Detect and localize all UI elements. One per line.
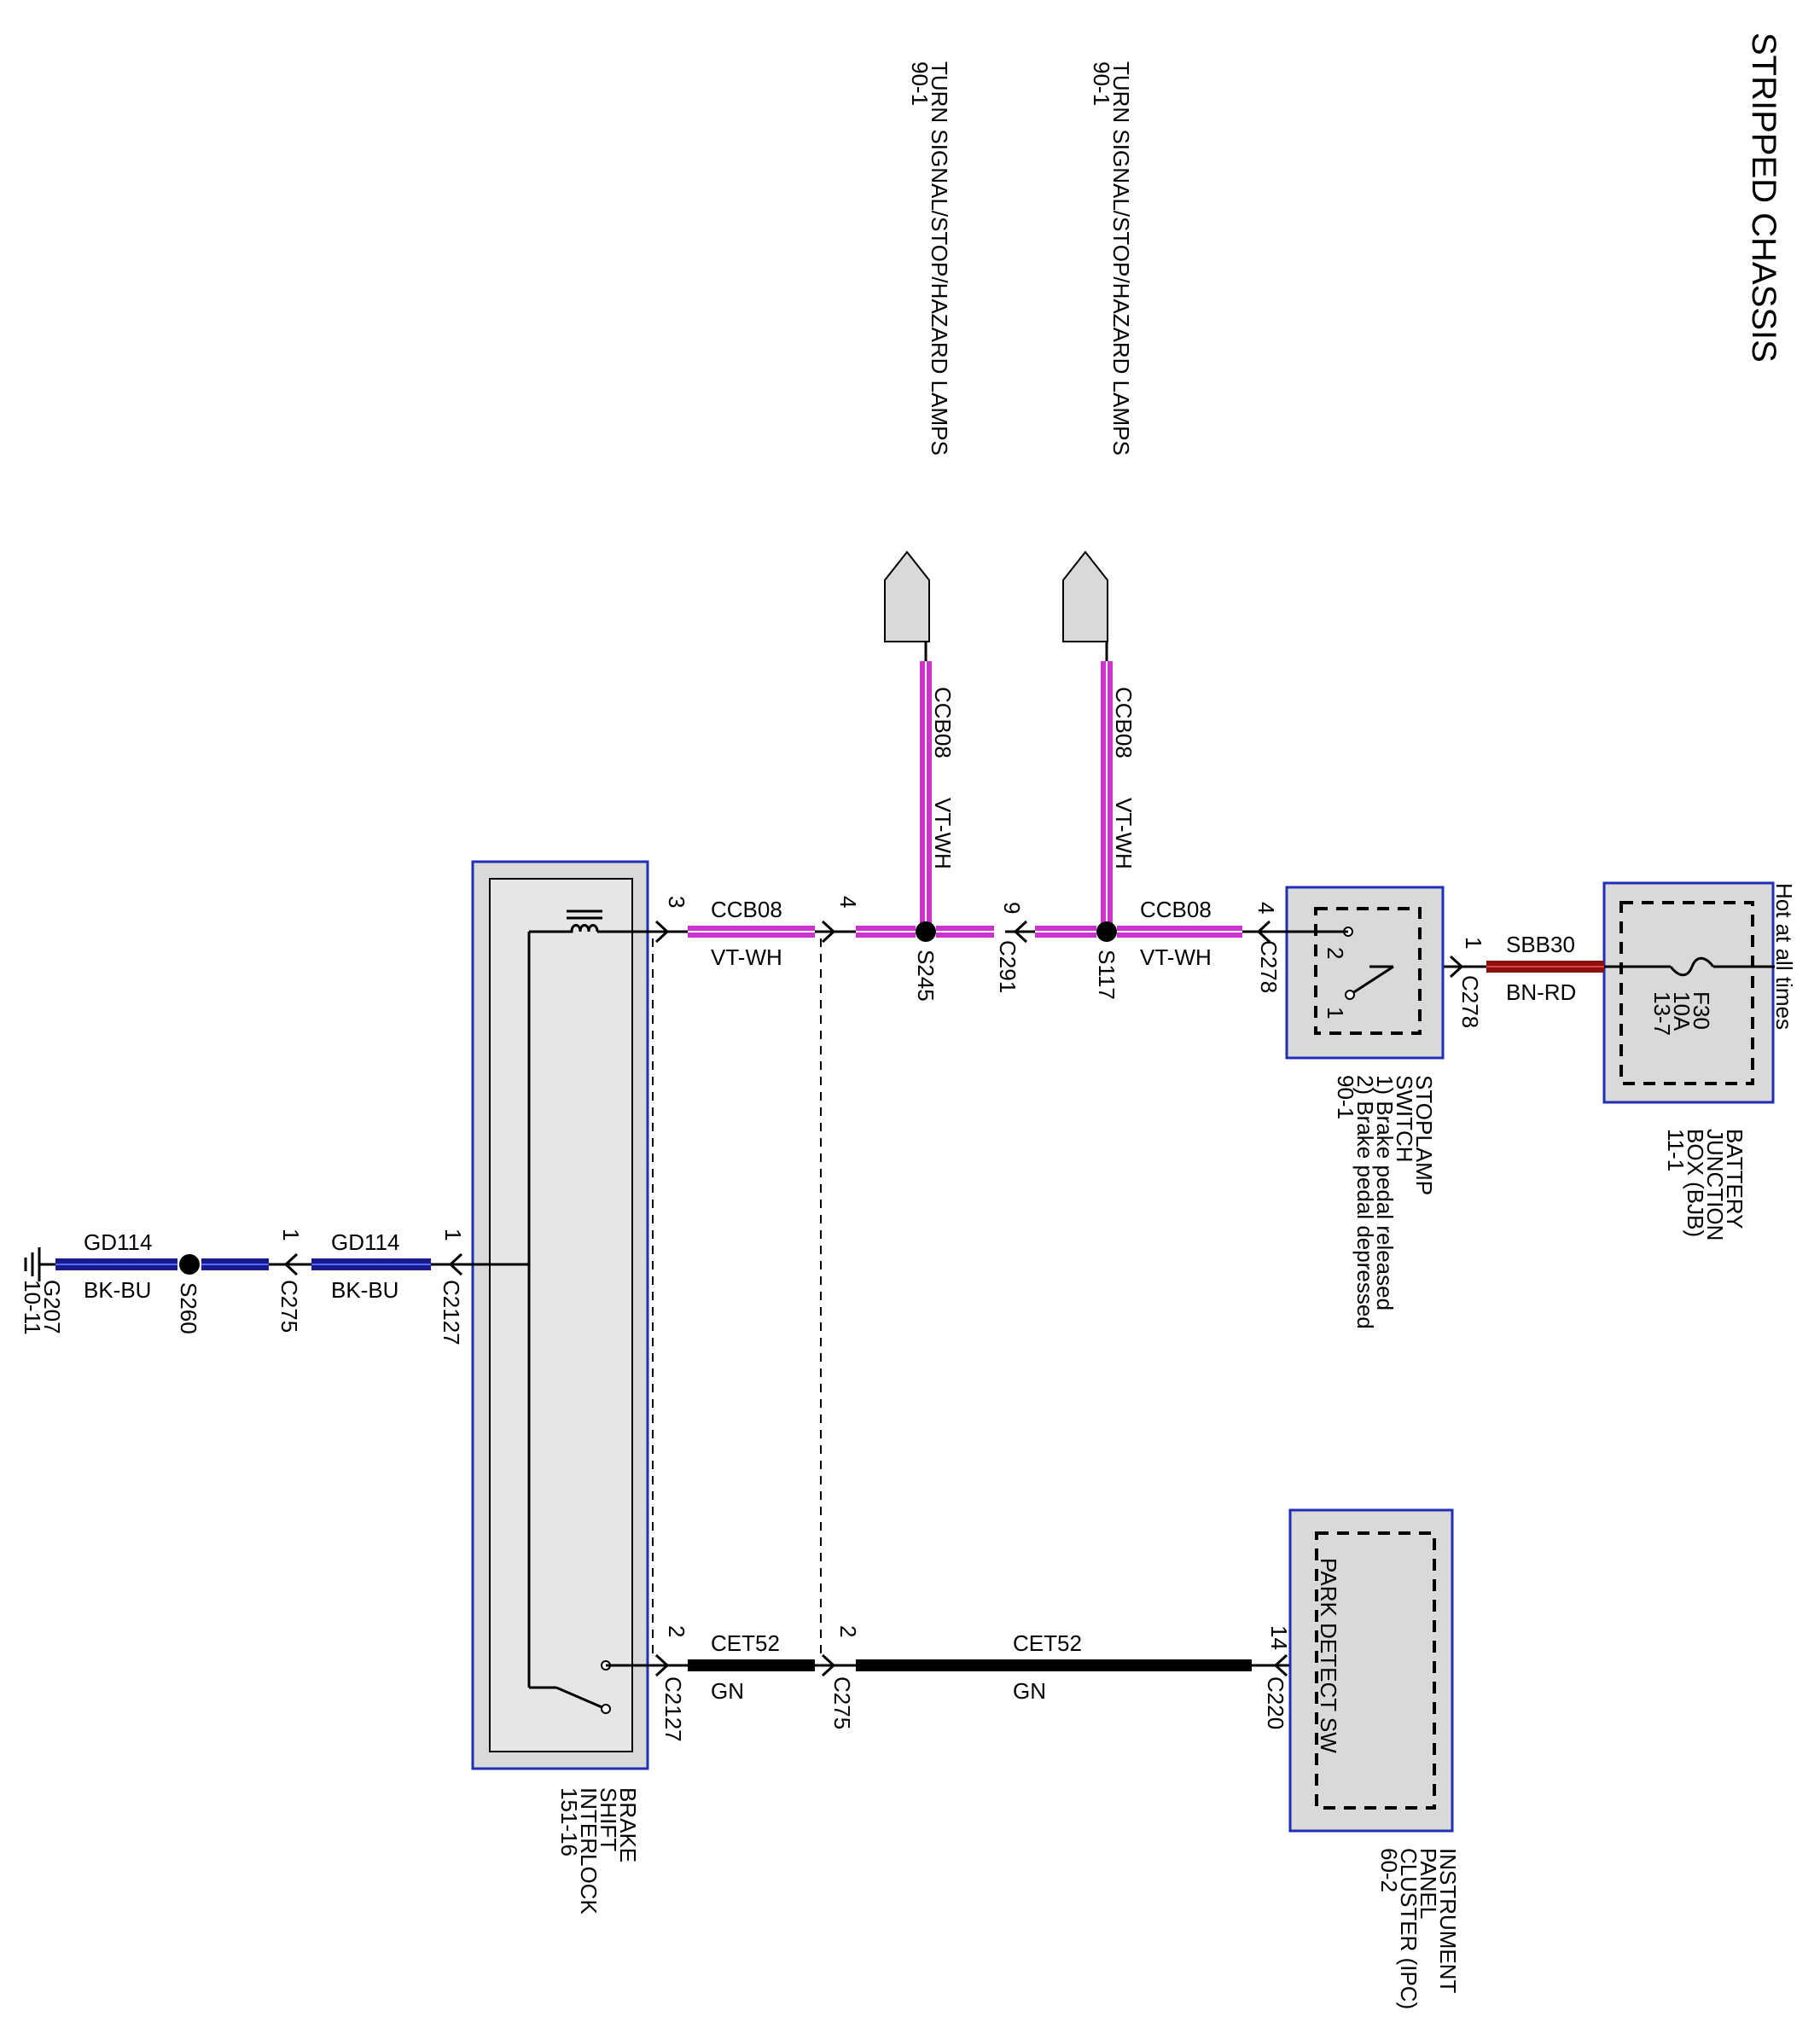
stoplamp-pin-1: 1 xyxy=(1323,1007,1348,1019)
bsi-label-4: 151-16 xyxy=(556,1787,582,1856)
wire-code-ccb08-h2: CCB08 xyxy=(711,897,782,922)
ipc-dashed-boundary xyxy=(1315,1531,1436,1810)
connector-c2127-pin1-icon[interactable] xyxy=(449,1252,463,1276)
wire-color-bkbu-1: BK-BU xyxy=(331,1277,398,1303)
bjb-label-4: 11-1 xyxy=(1663,1129,1689,1171)
wire-color-gn-1: GN xyxy=(711,1678,744,1704)
stoplamp-label-4: 2) Brake pedal depressed xyxy=(1352,1075,1378,1329)
pin-1-c275: 1 xyxy=(278,1229,304,1241)
ipc-label-1: INSTRUMENT xyxy=(1435,1848,1461,1994)
wire-code-ccb08-v1: CCB08 xyxy=(930,687,956,758)
fuse-ref: 13-7 xyxy=(1649,991,1675,1036)
fuse-rating: 10A xyxy=(1669,991,1695,1031)
wire-color-bnrd: BN-RD xyxy=(1506,979,1576,1005)
splice-label-s245: S245 xyxy=(913,950,939,1002)
wire-color-vtwh-h2: VT-WH xyxy=(711,944,782,970)
fuse-icon[interactable] xyxy=(1669,956,1715,977)
stoplamp-label-1: STOPLAMP xyxy=(1411,1075,1437,1195)
connector-c278-upper: C278 xyxy=(1256,940,1282,993)
bjb-label-1: BATTERY xyxy=(1722,1129,1747,1229)
bsi-label-1: BRAKE xyxy=(615,1787,641,1862)
stoplamp-dashed-boundary xyxy=(1314,907,1422,1035)
wire-code-sbb30: SBB30 xyxy=(1506,932,1575,957)
splice-s245[interactable] xyxy=(916,921,936,942)
connector-c291-icon[interactable] xyxy=(1014,920,1028,944)
turn-signal-ref-2: 90-1 xyxy=(1089,61,1114,106)
turn-signal-offpage-connector-2[interactable] xyxy=(1062,550,1108,642)
bsi-label-3: INTERLOCK xyxy=(576,1787,602,1915)
ground-label: G207 xyxy=(39,1280,65,1334)
ground-ref: 10-11 xyxy=(20,1280,45,1335)
connector-c275-pin4-icon[interactable] xyxy=(821,920,835,944)
wire-color-gn-2: GN xyxy=(1013,1678,1046,1704)
connector-c278-lower: C278 xyxy=(1457,975,1483,1028)
splice-label-s117: S117 xyxy=(1094,950,1119,1000)
bjb-label-2: JUNCTION xyxy=(1702,1129,1728,1241)
wire-color-bkbu-2: BK-BU xyxy=(84,1277,151,1303)
splice-s260[interactable] xyxy=(179,1254,200,1275)
connector-c220-icon[interactable] xyxy=(1274,1653,1288,1677)
park-detect-label: PARK DETECT SW xyxy=(1316,1558,1341,1753)
wire-code-gd114-2: GD114 xyxy=(84,1229,152,1255)
stoplamp-label-5: 90-1 xyxy=(1333,1075,1358,1119)
pin-3-c2127: 3 xyxy=(664,896,689,908)
fuse-name: F30 xyxy=(1689,991,1714,1030)
wire-code-cet52-2: CET52 xyxy=(1013,1630,1082,1656)
pin-14-c220: 14 xyxy=(1266,1625,1292,1650)
turn-signal-label-1: TURN SIGNAL/STOP/HAZARD LAMPS xyxy=(927,61,952,456)
stoplamp-switch-blade[interactable] xyxy=(1349,965,1394,996)
ipc-label-3: CLUSTER (IPC) xyxy=(1396,1848,1422,2009)
connector-c2127-lower: C2127 xyxy=(660,1676,686,1742)
connector-c275-ground: C275 xyxy=(276,1280,302,1333)
stoplamp-switch-box[interactable] xyxy=(1285,886,1445,1060)
pin-4-c275: 4 xyxy=(835,896,861,908)
wire-color-vtwh-h1: VT-WH xyxy=(1140,944,1212,970)
connector-c2127-pin2-icon[interactable] xyxy=(654,1653,669,1677)
hot-at-all-times-label: Hot at all times xyxy=(1771,883,1797,1030)
bsi-inner-boundary xyxy=(489,878,633,1752)
ipc-box[interactable] xyxy=(1288,1508,1454,1833)
connector-c278-pin1-icon[interactable] xyxy=(1449,955,1463,979)
solenoid-coil-icon[interactable] xyxy=(563,924,599,933)
connector-c291: C291 xyxy=(995,940,1020,993)
wire-code-ccb08-v2: CCB08 xyxy=(1111,687,1137,758)
turn-signal-ref-1: 90-1 xyxy=(907,61,933,106)
wire-color-vtwh-v1: VT-WH xyxy=(930,798,956,869)
pin-1-c2127: 1 xyxy=(440,1229,466,1241)
wire-code-ccb08-h1: CCB08 xyxy=(1140,897,1212,922)
connector-c275-lower: C275 xyxy=(829,1676,855,1729)
ipc-label-2: PANEL xyxy=(1416,1848,1441,1919)
stoplamp-label-3: 1) Brake pedal released xyxy=(1372,1075,1398,1310)
ground-symbol-icon[interactable] xyxy=(24,1247,41,1281)
connector-c275-pin2-icon[interactable] xyxy=(821,1653,835,1677)
splice-s117[interactable] xyxy=(1096,921,1117,942)
pin-4-c278: 4 xyxy=(1253,902,1279,914)
connector-c275-pin1-icon[interactable] xyxy=(284,1252,299,1276)
diagram-title: STRIPPED CHASSIS xyxy=(1745,32,1782,363)
splice-label-s260: S260 xyxy=(176,1282,201,1334)
wire-color-vtwh-v2: VT-WH xyxy=(1111,798,1137,869)
wire-code-gd114-1: GD114 xyxy=(331,1229,399,1255)
turn-signal-label-2: TURN SIGNAL/STOP/HAZARD LAMPS xyxy=(1108,61,1134,456)
connector-c2127-upper: C2127 xyxy=(439,1280,464,1345)
pin-1-c278: 1 xyxy=(1461,937,1486,949)
bsi-switch-blade[interactable] xyxy=(555,1686,607,1711)
pin-2-c275: 2 xyxy=(835,1625,861,1637)
bsi-label-2: SHIFT xyxy=(596,1787,621,1851)
connector-c2127-pin3-icon[interactable] xyxy=(654,920,669,944)
connector-c278-pin4-icon[interactable] xyxy=(1257,920,1271,944)
wire-code-cet52-1: CET52 xyxy=(711,1630,780,1656)
turn-signal-offpage-connector-1[interactable] xyxy=(884,550,930,642)
ipc-label-4: 60-2 xyxy=(1376,1848,1402,1892)
connector-c220: C220 xyxy=(1263,1676,1288,1729)
bjb-dashed-boundary xyxy=(1619,901,1754,1085)
battery-junction-box[interactable] xyxy=(1602,881,1775,1104)
pin-9-c291: 9 xyxy=(999,902,1025,914)
pin-2-c2127: 2 xyxy=(664,1625,689,1637)
bjb-label-3: BOX (BJB) xyxy=(1683,1129,1708,1237)
stoplamp-pin-2: 2 xyxy=(1323,947,1348,959)
stoplamp-label-2: SWITCH xyxy=(1392,1075,1417,1163)
